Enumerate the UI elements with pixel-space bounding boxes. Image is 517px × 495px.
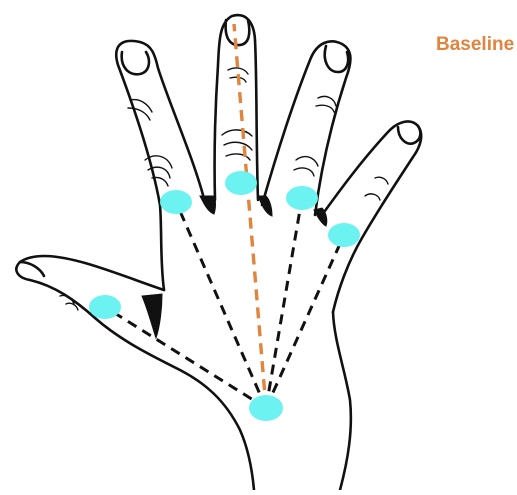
landmark-thumb-joint bbox=[89, 295, 121, 319]
landmark-little-finger-base bbox=[328, 223, 360, 247]
baseline-label: Baseline bbox=[436, 34, 514, 56]
ray-index-finger-base bbox=[176, 202, 266, 408]
landmark-wrist-center bbox=[249, 395, 283, 421]
ray-ring-finger-base bbox=[266, 198, 302, 408]
landmark-ring-finger-base bbox=[286, 186, 318, 210]
ray-thumb-joint bbox=[105, 307, 266, 408]
hand-outline bbox=[16, 15, 421, 490]
ray-little-finger-base bbox=[266, 235, 344, 408]
baseline-line bbox=[234, 24, 266, 408]
landmark-index-finger-base bbox=[160, 190, 192, 214]
landmark-middle-finger-base bbox=[225, 171, 257, 195]
